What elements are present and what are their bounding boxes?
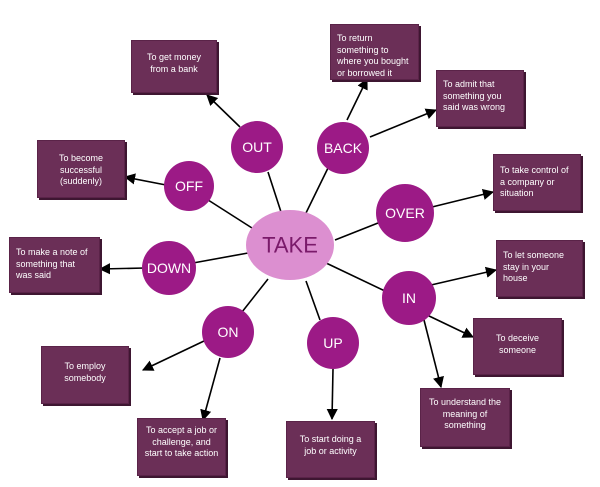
definition-over-control: To take control of a company or situatio…	[493, 154, 581, 211]
arrow-back-admit	[369, 108, 438, 138]
particle-up: UP	[307, 317, 359, 369]
connector-down	[192, 252, 249, 264]
particle-over-circle	[376, 184, 434, 242]
arrow-out-bank	[206, 94, 241, 128]
particle-down-circle	[142, 241, 196, 295]
particle-in-label: IN	[402, 290, 416, 306]
hub-connectors	[192, 167, 386, 321]
definition-down-note: To make a note of something that was sai…	[9, 237, 100, 293]
connector-out	[267, 171, 283, 216]
particle-over-label: OVER	[385, 205, 425, 221]
definition-arrows	[98, 77, 498, 422]
arrow-on-accept	[200, 357, 221, 422]
particle-back-circle	[317, 122, 369, 174]
definition-in-deceive: To deceive someone	[473, 318, 562, 375]
arrow-off-success	[123, 173, 167, 186]
particle-out: OUT	[231, 121, 283, 173]
definition-out-bank: To get money from a bank	[131, 40, 217, 93]
particle-over: OVER	[376, 184, 434, 242]
definition-up-start: To start doing a job or activity	[286, 421, 375, 478]
arrow-down-note	[98, 263, 146, 275]
arrow-in-deceive	[426, 314, 475, 338]
particle-on-circle	[202, 306, 254, 358]
particle-in-circle	[382, 271, 436, 325]
particle-out-label: OUT	[242, 139, 272, 155]
definition-in-understand: To understand the meaning of something	[420, 388, 510, 447]
connector-on	[241, 278, 269, 313]
definition-back-return: To return something to where you bought …	[330, 24, 419, 80]
arrow-in-understand	[423, 319, 444, 389]
particle-on-label: ON	[218, 324, 239, 340]
particle-off-circle	[164, 161, 214, 211]
particle-on: ON	[202, 306, 254, 358]
arrow-in-stay	[430, 266, 498, 286]
connector-off	[204, 197, 253, 229]
arrow-up-start	[326, 368, 338, 421]
arrow-over-control	[431, 188, 495, 208]
particle-in: IN	[382, 271, 436, 325]
hub-label: TAKE	[262, 233, 318, 258]
connector-over	[334, 222, 379, 241]
definition-in-stay: To let someone stay in your house	[496, 240, 583, 297]
particle-up-label: UP	[323, 335, 342, 351]
arrow-on-employ	[141, 340, 205, 371]
arrow-back-return	[346, 77, 368, 121]
connector-in	[323, 261, 386, 292]
particle-up-circle	[307, 317, 359, 369]
particle-off-label: OFF	[175, 178, 203, 194]
definition-on-accept: To accept a job or challenge, and start …	[137, 418, 226, 476]
particle-back-label: BACK	[324, 140, 363, 156]
particle-out-circle	[231, 121, 283, 173]
connector-up	[305, 280, 321, 321]
connector-back	[304, 167, 329, 216]
particle-down-label: DOWN	[147, 260, 191, 276]
definition-back-admit: To admit that something you said was wro…	[436, 70, 524, 127]
particle-back: BACK	[317, 122, 369, 174]
hub-node	[246, 210, 334, 280]
particle-off: OFF	[164, 161, 214, 211]
particle-down: DOWN	[142, 241, 196, 295]
definition-off-success: To become successful (suddenly)	[37, 140, 125, 198]
definition-on-employ: To employ somebody	[41, 346, 129, 404]
